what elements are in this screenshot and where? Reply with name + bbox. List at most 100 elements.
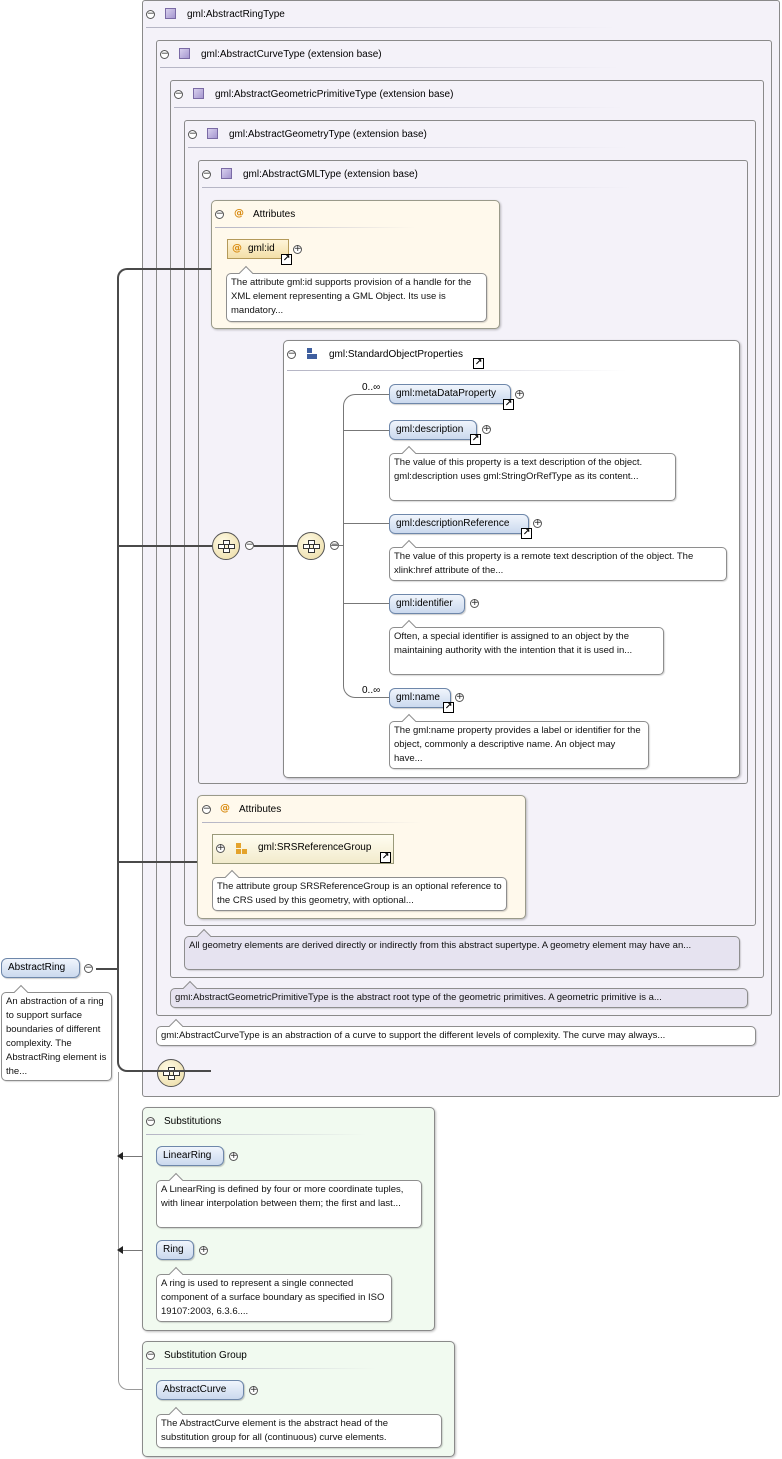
reference-arrow-icon[interactable]: ↗ (281, 254, 292, 265)
header-underline (215, 227, 415, 228)
collapse-curve-type-icon[interactable]: − (160, 49, 169, 59)
substitutions-header: Substitutions (164, 1116, 222, 1127)
gml-id-note: The attribute gml:id supports provision … (226, 273, 487, 322)
root-element-abstract-ring[interactable]: AbstractRing (1, 958, 80, 978)
collapse-gml-type-icon[interactable]: − (202, 169, 211, 179)
abstract-curve-note: The AbstractCurve element is the abstrac… (156, 1414, 442, 1448)
connector (117, 861, 197, 863)
collapse-group-icon[interactable]: − (287, 349, 296, 359)
connector (117, 545, 212, 547)
srs-reference-group-label: gml:SRSReferenceGroup (258, 842, 372, 853)
identifier-note: Often, a special identifier is assigned … (389, 627, 664, 675)
connector (343, 523, 389, 524)
standard-object-properties-label: gml:StandardObjectProperties (329, 349, 463, 360)
expand-element-icon[interactable]: + (515, 389, 524, 399)
sequence-compositor-icon[interactable] (297, 532, 325, 560)
expand-gml-id-icon[interactable]: + (293, 244, 302, 254)
element-meta-data-property[interactable]: gml:metaDataProperty (389, 384, 511, 404)
curve-type-label: gml:AbstractCurveType (extension base) (201, 49, 382, 60)
header-underline (146, 1368, 376, 1369)
connector (96, 968, 118, 970)
tree-bracket (343, 394, 389, 698)
reference-arrow-icon[interactable]: ↗ (443, 702, 454, 713)
srs-reference-group-note: The attribute group SRSReferenceGroup is… (212, 877, 507, 911)
attributes-header: Attributes (239, 804, 282, 815)
attributes-header: Attributes (253, 209, 296, 220)
header-underline (202, 822, 422, 823)
collapse-substitutions-icon[interactable]: − (146, 1116, 155, 1126)
gml-type-label: gml:AbstractGMLType (extension base) (243, 169, 418, 180)
connector (330, 545, 343, 546)
element-identifier[interactable]: gml:identifier (389, 594, 465, 614)
connector (254, 545, 297, 547)
primitive-type-note: gml:AbstractGeometricPrimitiveType is th… (170, 988, 748, 1008)
sequence-compositor-icon[interactable] (212, 532, 240, 560)
connector (117, 268, 211, 1072)
collapse-sequence-icon[interactable]: − (245, 540, 254, 550)
arrow-left-icon (117, 1152, 123, 1160)
attribute-icon: @ (220, 803, 230, 814)
element-description[interactable]: gml:description (389, 420, 477, 440)
header-underline (146, 27, 616, 28)
header-underline (146, 1134, 366, 1135)
element-label: AbstractCurve (163, 1384, 227, 1395)
expand-element-icon[interactable]: + (482, 424, 491, 434)
substitution-linear-ring[interactable]: LinearRing (156, 1146, 224, 1166)
expand-element-icon[interactable]: + (470, 598, 479, 608)
primitive-type-label: gml:AbstractGeometricPrimitiveType (exte… (215, 89, 454, 100)
complex-type-icon (193, 88, 204, 99)
reference-arrow-icon[interactable]: ↗ (470, 434, 481, 445)
expand-element-icon[interactable]: + (455, 692, 464, 702)
header-underline (188, 147, 628, 148)
description-reference-note: The value of this property is a remote t… (389, 547, 727, 581)
element-label: AbstractRing (8, 962, 66, 973)
reference-arrow-icon[interactable]: ↗ (521, 528, 532, 539)
element-label: gml:name (396, 692, 440, 703)
collapse-substitution-group-icon[interactable]: − (146, 1350, 155, 1360)
reference-arrow-icon[interactable]: ↗ (503, 399, 514, 410)
complex-type-icon (221, 168, 232, 179)
substitution-ring[interactable]: Ring (156, 1240, 194, 1260)
expand-element-icon[interactable]: + (533, 518, 542, 528)
connector (343, 603, 389, 604)
element-name[interactable]: gml:name (389, 688, 451, 708)
collapse-ring-type-icon[interactable]: − (146, 9, 155, 19)
expand-element-icon[interactable]: + (229, 1151, 238, 1161)
element-label: Ring (163, 1244, 184, 1255)
gml-id-attribute[interactable]: @ gml:id (227, 239, 289, 259)
collapse-root-icon[interactable]: − (84, 963, 93, 973)
element-label: gml:metaDataProperty (396, 388, 497, 399)
reference-arrow-icon[interactable]: ↗ (473, 358, 484, 369)
expand-group-icon[interactable]: + (216, 843, 225, 853)
element-label: LinearRing (163, 1150, 212, 1161)
complex-type-icon (165, 8, 176, 19)
attribute-icon: @ (232, 243, 242, 254)
curve-type-note: gml:AbstractCurveType is an abstraction … (156, 1026, 756, 1046)
attribute-icon: @ (234, 208, 244, 219)
collapse-attributes-icon[interactable]: − (215, 209, 224, 219)
collapse-attributes-icon[interactable]: − (202, 804, 211, 814)
model-group-icon (305, 347, 319, 361)
collapse-primitive-type-icon[interactable]: − (174, 89, 183, 99)
connector (118, 1072, 156, 1390)
name-note: The gml:name property provides a label o… (389, 721, 649, 769)
linear-ring-note: A LinearRing is defined by four or more … (156, 1180, 422, 1228)
expand-element-icon[interactable]: + (199, 1245, 208, 1255)
cardinality-label: 0..∞ (362, 382, 381, 393)
expand-element-icon[interactable]: + (249, 1385, 258, 1395)
element-label: gml:description (396, 424, 464, 435)
gml-id-label: gml:id (248, 243, 275, 254)
root-element-note: An abstraction of a ring to support surf… (1, 992, 112, 1081)
collapse-geometry-type-icon[interactable]: − (188, 129, 197, 139)
ring-type-label: gml:AbstractRingType (187, 9, 285, 20)
element-description-reference[interactable]: gml:descriptionReference (389, 514, 529, 534)
element-label: gml:identifier (396, 598, 453, 609)
header-underline (287, 370, 627, 371)
connector (122, 1156, 156, 1157)
substitution-group-abstract-curve[interactable]: AbstractCurve (156, 1380, 244, 1400)
geometry-type-label: gml:AbstractGeometryType (extension base… (229, 129, 427, 140)
complex-type-icon (179, 48, 190, 59)
reference-arrow-icon[interactable]: ↗ (380, 852, 391, 863)
geometry-type-note: All geometry elements are derived direct… (184, 936, 740, 970)
header-underline (174, 107, 624, 108)
